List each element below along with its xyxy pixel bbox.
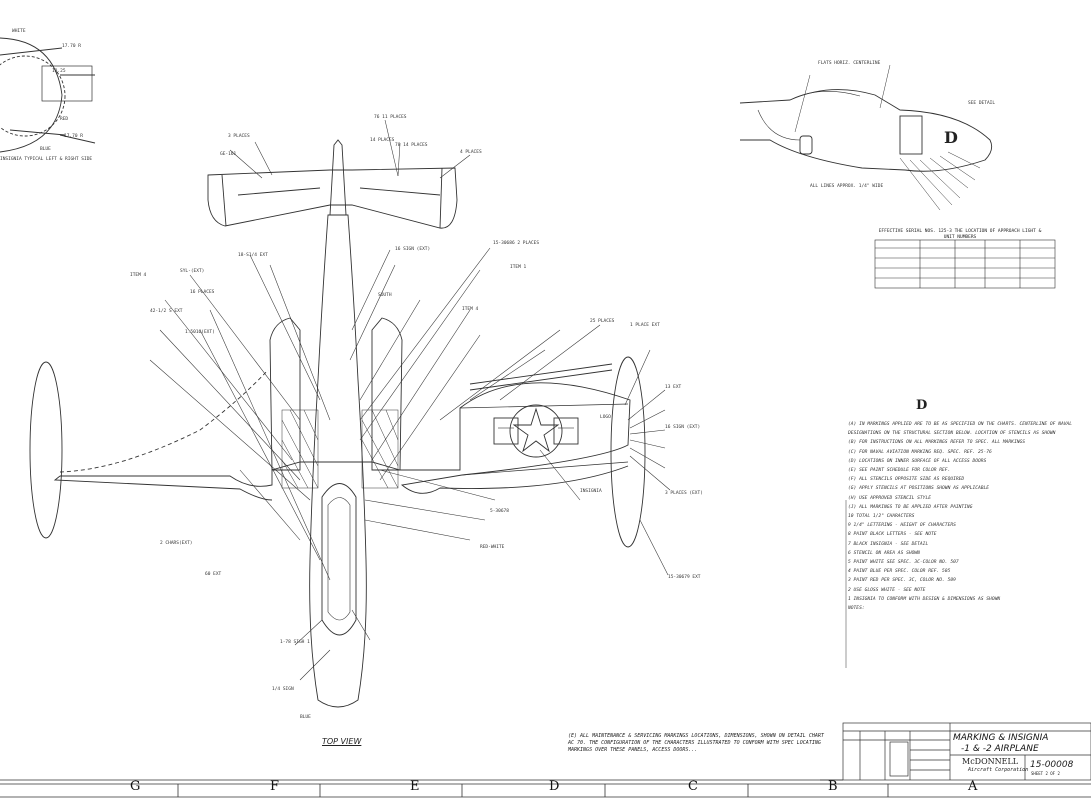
zone-letter: C [688, 779, 698, 794]
note-line: 8 PAINT BLACK LETTERS - SEE NOTE [848, 532, 937, 538]
title-line: MARKING & INSIGNIA [953, 733, 1049, 743]
callout-label: INSIGNIA [580, 488, 602, 494]
detail-marker: D [944, 128, 958, 147]
note-line: 2 USE GLOSS WHITE - SEE NOTE [848, 587, 926, 593]
note-line: 7 BLACK INSIGNIA - SEE DETAIL [848, 541, 929, 547]
zone-letter: D [549, 779, 560, 794]
company-division: Aircraft Corporation [968, 767, 1029, 773]
callout-label: 1.5016(EXT) [185, 329, 215, 335]
callout-label: 14 PLACES [370, 137, 395, 143]
detail-title: D [916, 398, 928, 413]
note-line: DESIGNATIONS ON THE STRUCTURAL SECTION B… [848, 431, 1056, 437]
callout-label: 4 PLACES [460, 149, 482, 155]
drawing-number: 15-00008 [1030, 760, 1074, 770]
callout-label: 15-30686 2 PLACES [493, 240, 539, 246]
star-insignia [493, 404, 579, 458]
callout-label: 1-78 SIGH 1 [280, 639, 310, 645]
company-name: McDONNELL [962, 757, 1019, 766]
note-line: 1 INSIGNIA TO CONFORM WITH DESIGN & DIME… [848, 596, 1001, 602]
callout-label: 5-30678 [490, 508, 509, 514]
insignia-detail-topleft [0, 37, 96, 153]
note-line: (E) SEE PAINT SCHEDULE FOR COLOR REF. [848, 468, 951, 474]
callout-label: 16 SIGN (EXT) [395, 246, 430, 252]
callout-label: 13 EXT [665, 384, 682, 390]
note-line: (D) LOCATIONS ON INNER SURFACE OF ALL AC… [848, 458, 987, 464]
callout-label: 78 14 PLACES [395, 142, 428, 148]
drawing-title: MARKING & INSIGNIA -1 & -2 AIRPLANE [953, 733, 1048, 755]
callout-label: 60 EXT [205, 571, 222, 577]
side-view-label: ALL LINES APPROX. 1/4" WIDE [810, 183, 883, 189]
callout-label: SOUTH [378, 292, 392, 298]
side-view-nose [739, 64, 993, 211]
note-line: (J) ALL MARKINGS TO BE APPLIED AFTER PAI… [848, 504, 973, 510]
callout-label: 18-S1/4 EXT [238, 252, 268, 258]
callout-label: 1 PLACE EXT [630, 322, 660, 328]
note-line: (A) IN MARKINGS APPLIED ARE TO BE AS SPE… [848, 422, 1073, 427]
insignia-label: 17.70 R [64, 133, 83, 139]
zone-letter: E [410, 779, 420, 794]
zone-letter: B [828, 779, 838, 794]
callout-leaders [149, 119, 671, 681]
callout-label: 16 PLACES [190, 289, 215, 295]
callout-label: GE-161 [220, 151, 237, 157]
note-line: (C) FOR NAVAL AVIATION MARKING REQ. SPEC… [848, 449, 992, 455]
side-view-label: SEE DETAIL [968, 100, 995, 106]
sheet-number: SHEET 2 OF 2 [1031, 771, 1060, 776]
insignia-label: INSIGNIA TYPICAL LEFT & RIGHT SIDE [0, 156, 92, 162]
note-line: 5 PAINT WHITE SEE SPEC. 3C-COLOR NO. 507 [848, 560, 959, 566]
callout-label: BLUE [300, 714, 311, 720]
view-title: TOP VIEW [322, 737, 362, 746]
title-line: -1 & -2 AIRPLANE [961, 744, 1039, 754]
note-line: (F) ALL STENCILS OPPOSITE SIDE AS REQUIR… [848, 477, 965, 483]
notes-header: NOTES: [848, 606, 865, 612]
insignia-label: BLUE [40, 146, 51, 152]
general-notes: (A) IN MARKINGS APPLIED ARE TO BE AS SPE… [848, 420, 1088, 613]
zone-letter: A [968, 779, 978, 794]
detail-table [874, 239, 1056, 289]
callout-label: 2 CHARS(EXT) [160, 540, 193, 546]
callout-label: 16 SIGN (EXT) [665, 424, 700, 430]
note-line: (B) FOR INSTRUCTIONS ON ALL MARKINGS REF… [848, 440, 1026, 446]
note-line: 3 PAINT RED PER SPEC. 3C, COLOR NO. 509 [848, 578, 956, 584]
zone-letter: F [270, 779, 280, 794]
note-e: (E) ALL MAINTENANCE & SERVICING MARKINGS… [568, 733, 824, 753]
callout-label: ITEM 4 [130, 272, 147, 278]
zone-letter: G [130, 779, 141, 794]
insignia-label: WHITE [12, 28, 26, 34]
callout-label: LOGO [600, 414, 611, 420]
note-line: 10 TOTAL 1/2" CHARACTERS [848, 514, 915, 520]
callout-label: 25 PLACES [590, 318, 615, 324]
note-line: (G) APPLY STENCILS AT POSITIONS SHOWN AS… [848, 486, 990, 492]
insignia-label: RED [60, 116, 68, 122]
callout-label: RED-WHITE [480, 544, 505, 550]
note-line: 4 PAINT BLUE PER SPEC. COLOR REF. 505 [848, 569, 951, 575]
callout-label: 42-1/2 S EXT [150, 308, 183, 314]
callout-label: 15-30679 EXT [668, 574, 701, 580]
callout-label: 3 PLACES (EXT) [665, 490, 703, 496]
bottom-border [0, 779, 1091, 798]
callout-label: ITEM 4 [462, 306, 479, 312]
insignia-label: 17.70 R [62, 43, 81, 49]
callout-label: 76 11 PLACES [374, 114, 407, 120]
callout-label: 3 PLACES [228, 133, 250, 139]
callout-label: SYL-(EXT) [180, 268, 204, 274]
side-view-label: FLATS HORIZ. CENTERLINE [818, 60, 881, 66]
note-line: (H) USE APPROVED STENCIL STYLE [848, 495, 931, 501]
callout-label: 1/4 SIGN [272, 686, 294, 692]
airplane-top-view [29, 139, 646, 708]
note-line: 6 STENCIL ON AREA AS SHOWN [848, 550, 920, 556]
detail-table-caption: EFFECTIVE SERIAL NOS. 125-3 THE LOCATION… [878, 229, 1042, 240]
insignia-label: 13.25 [52, 68, 66, 74]
note-line: 9 1/4" LETTERING - HEIGHT OF CHARACTERS [848, 523, 956, 529]
callout-label: ITEM 1 [510, 264, 527, 270]
